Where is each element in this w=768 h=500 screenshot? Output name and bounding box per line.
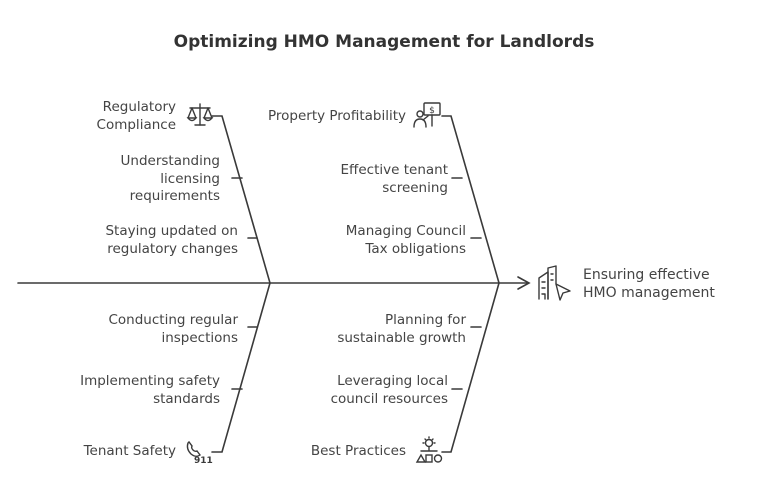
cause-best-2: Leveraging local council resources: [330, 373, 448, 407]
cause-safe-2: Implementing safety standards: [80, 373, 220, 407]
bone-best-practices: [441, 282, 500, 453]
spine-arrowhead: [517, 276, 531, 290]
building-cursor-icon: [538, 265, 571, 301]
idea-shapes-icon: [415, 436, 443, 463]
cause-best-1: Planning for sustainable growth: [337, 312, 466, 346]
scales-icon: [186, 103, 214, 126]
head-safety-label: Tenant Safety: [83, 443, 176, 459]
cause-reg-1: Understanding licensing requirements: [120, 153, 220, 204]
cause-reg-2: Staying updated on regulatory changes: [105, 223, 238, 257]
head-profitability-label: Property Profitability: [267, 108, 406, 124]
svg-text:$: $: [429, 106, 435, 116]
head-best-practices-label: Best Practices: [310, 443, 406, 459]
bone-safety: [211, 282, 271, 453]
phone-911-text: 911: [194, 456, 213, 465]
cause-safe-1: Conducting regular inspections: [108, 312, 238, 346]
cause-prof-2: Managing Council Tax obligations: [345, 223, 466, 257]
outcome-label: Ensuring effective HMO management: [583, 267, 715, 301]
head-regulatory-label: Regulatory Compliance: [96, 99, 176, 133]
bone-regulatory: [211, 115, 271, 284]
bone-profitability: [441, 115, 500, 284]
cause-prof-1: Effective tenant screening: [340, 162, 448, 196]
diagram-title: Optimizing HMO Management for Landlords: [173, 32, 595, 52]
presenter-money-icon: $: [413, 102, 441, 128]
phone-911-icon: 911: [186, 440, 213, 465]
